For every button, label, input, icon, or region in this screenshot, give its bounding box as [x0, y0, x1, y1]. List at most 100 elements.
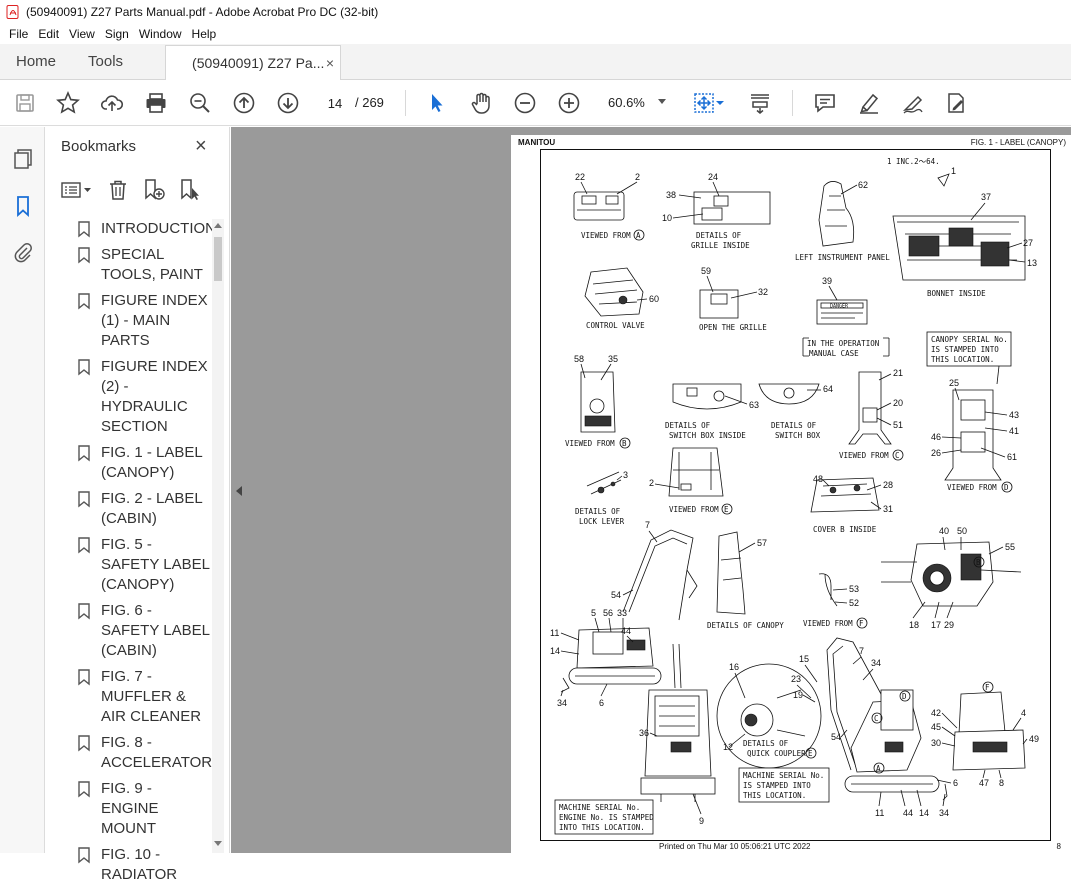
tab-tools[interactable]: Tools: [88, 53, 124, 70]
svg-text:63: 63: [749, 400, 759, 410]
tab-close-icon[interactable]: ×: [325, 55, 335, 71]
svg-text:32: 32: [758, 287, 768, 297]
comment-icon[interactable]: [813, 91, 837, 115]
scrollbar-thumb[interactable]: [214, 237, 222, 281]
note-inclusion: 1 INC.2～64.: [887, 157, 940, 166]
svg-text:21: 21: [893, 368, 903, 378]
attachment-paperclip-icon[interactable]: [10, 239, 36, 265]
title-bar: (50940091) Z27 Parts Manual.pdf - Adobe …: [0, 0, 1071, 24]
document-viewport[interactable]: MANITOU FIG. 1 - LABEL (CANOPY) 1 INC.2～…: [231, 127, 1071, 853]
scroll-down-icon[interactable]: [214, 841, 222, 846]
drawing-frame: 1 INC.2～64. 1 22 2 VIEWED FROM A 24 38 1…: [540, 149, 1051, 841]
svg-text:56: 56: [603, 608, 613, 618]
menu-edit[interactable]: Edit: [38, 27, 60, 41]
fit-options-chevron-icon[interactable]: [714, 91, 726, 115]
svg-text:MANUAL CASE: MANUAL CASE: [809, 349, 859, 358]
bookmark-item[interactable]: FIG. 9 - ENGINE MOUNT: [45, 779, 212, 839]
scroll-mode-icon[interactable]: [748, 91, 772, 115]
bookmark-label: INTRODUCTION: [101, 220, 216, 237]
zoom-level-select[interactable]: 60.6%: [602, 91, 670, 115]
page-down-icon[interactable]: [276, 91, 300, 115]
bookmark-item[interactable]: FIG. 1 - LABEL (CANOPY): [45, 443, 212, 483]
page-header-figure-title: FIG. 1 - LABEL (CANOPY): [970, 138, 1066, 147]
bookmark-item[interactable]: FIGURE INDEX (2) - HYDRAULIC SECTION: [45, 357, 212, 437]
menu-sign[interactable]: Sign: [104, 27, 129, 41]
svg-text:30: 30: [931, 738, 941, 748]
bookmark-label: FIG. 1 - LABEL (CANOPY): [101, 444, 203, 481]
svg-text:41: 41: [1009, 426, 1019, 436]
menu-file[interactable]: File: [9, 27, 29, 41]
page-header-brand: MANITOU: [518, 138, 556, 147]
bookmark-item[interactable]: FIG. 8 - ACCELERATOR: [45, 733, 212, 773]
zoom-in-icon[interactable]: [557, 91, 581, 115]
bookmark-item[interactable]: FIG. 2 - LABEL (CABIN): [45, 489, 212, 529]
close-icon[interactable]: ×: [195, 135, 207, 157]
new-bookmark-icon[interactable]: [141, 177, 167, 203]
page-number-input[interactable]: 14: [318, 91, 352, 114]
label-viewed-from-a: VIEWED FROM: [581, 231, 631, 240]
draw-sign-icon[interactable]: [901, 91, 925, 115]
fit-page-icon[interactable]: [692, 91, 716, 115]
bookmark-label: FIG. 9 - ENGINE MOUNT: [101, 780, 159, 837]
svg-text:2: 2: [635, 172, 640, 182]
bookmark-item[interactable]: FIG. 5 - SAFETY LABEL (CANOPY): [45, 535, 212, 595]
bookmark-flag-icon: [78, 603, 90, 620]
star-icon[interactable]: [56, 90, 80, 115]
bookmark-panel-icon[interactable]: [10, 193, 36, 219]
bookmark-item[interactable]: FIG. 7 - MUFFLER & AIR CLEANER: [45, 667, 212, 727]
save-icon[interactable]: [13, 91, 37, 115]
svg-text:24: 24: [708, 172, 718, 182]
find-bookmark-icon[interactable]: [177, 177, 203, 203]
bookmark-options-icon[interactable]: [59, 177, 95, 203]
tab-document[interactable]: (50940091) Z27 Pa... ×: [165, 45, 342, 80]
fill-sign-icon[interactable]: [944, 91, 968, 115]
svg-text:DETAILS OF: DETAILS OF: [743, 739, 789, 748]
bookmark-item[interactable]: FIG. 6 - SAFETY LABEL (CABIN): [45, 601, 212, 661]
tab-home[interactable]: Home: [16, 53, 57, 70]
bookmark-flag-icon: [78, 847, 90, 864]
svg-text:C: C: [874, 714, 879, 723]
menu-view[interactable]: View: [69, 27, 95, 41]
bookmark-item[interactable]: SPECIAL TOOLS, PAINT: [45, 245, 212, 285]
svg-text:12: 12: [723, 742, 733, 752]
bookmark-item[interactable]: FIG. 10 - RADIATOR: [45, 845, 212, 885]
zoom-out-icon[interactable]: [513, 91, 537, 115]
svg-text:57: 57: [757, 538, 767, 548]
svg-text:VIEWED FROM: VIEWED FROM: [565, 439, 615, 448]
print-icon[interactable]: [144, 91, 168, 115]
bookmark-item[interactable]: FIGURE INDEX (1) - MAIN PARTS: [45, 291, 212, 351]
svg-text:58: 58: [574, 354, 584, 364]
svg-text:44: 44: [621, 626, 631, 636]
svg-text:37: 37: [981, 192, 991, 202]
svg-text:6: 6: [599, 698, 604, 708]
menu-window[interactable]: Window: [138, 27, 182, 41]
bookmarks-scrollbar[interactable]: [212, 219, 224, 853]
trash-icon[interactable]: [105, 177, 131, 203]
svg-text:1: 1: [951, 166, 956, 176]
bookmark-flag-icon: [78, 537, 90, 554]
select-cursor-icon[interactable]: [425, 91, 449, 115]
zoom-search-icon[interactable]: [188, 91, 212, 115]
svg-text:18: 18: [909, 620, 919, 630]
menu-help[interactable]: Help: [191, 27, 217, 41]
bookmark-flag-icon: [78, 445, 90, 462]
bookmark-item[interactable]: INTRODUCTION: [45, 219, 216, 239]
highlight-pen-icon[interactable]: [857, 91, 881, 115]
svg-text:14: 14: [550, 646, 560, 656]
scroll-up-icon[interactable]: [214, 223, 222, 228]
svg-text:ENGINE No. IS STAMPED: ENGINE No. IS STAMPED: [559, 813, 654, 822]
svg-text:DETAILS OF: DETAILS OF: [665, 421, 711, 430]
collapse-panel-chevron-icon[interactable]: [236, 486, 242, 496]
svg-text:COVER B INSIDE: COVER B INSIDE: [813, 525, 877, 534]
svg-text:36: 36: [639, 728, 649, 738]
hand-tool-icon[interactable]: [469, 91, 493, 115]
cloud-upload-icon[interactable]: [100, 91, 124, 115]
svg-text:48: 48: [813, 474, 823, 484]
svg-text:E: E: [808, 749, 813, 758]
page-up-icon[interactable]: [232, 91, 256, 115]
page-thumbnails-icon[interactable]: [10, 146, 36, 172]
bookmark-label: FIGURE INDEX (2) - HYDRAULIC SECTION: [101, 358, 208, 435]
svg-text:16: 16: [729, 662, 739, 672]
bookmark-label: FIG. 10 - RADIATOR: [101, 846, 178, 883]
bookmark-flag-icon: [78, 247, 90, 264]
